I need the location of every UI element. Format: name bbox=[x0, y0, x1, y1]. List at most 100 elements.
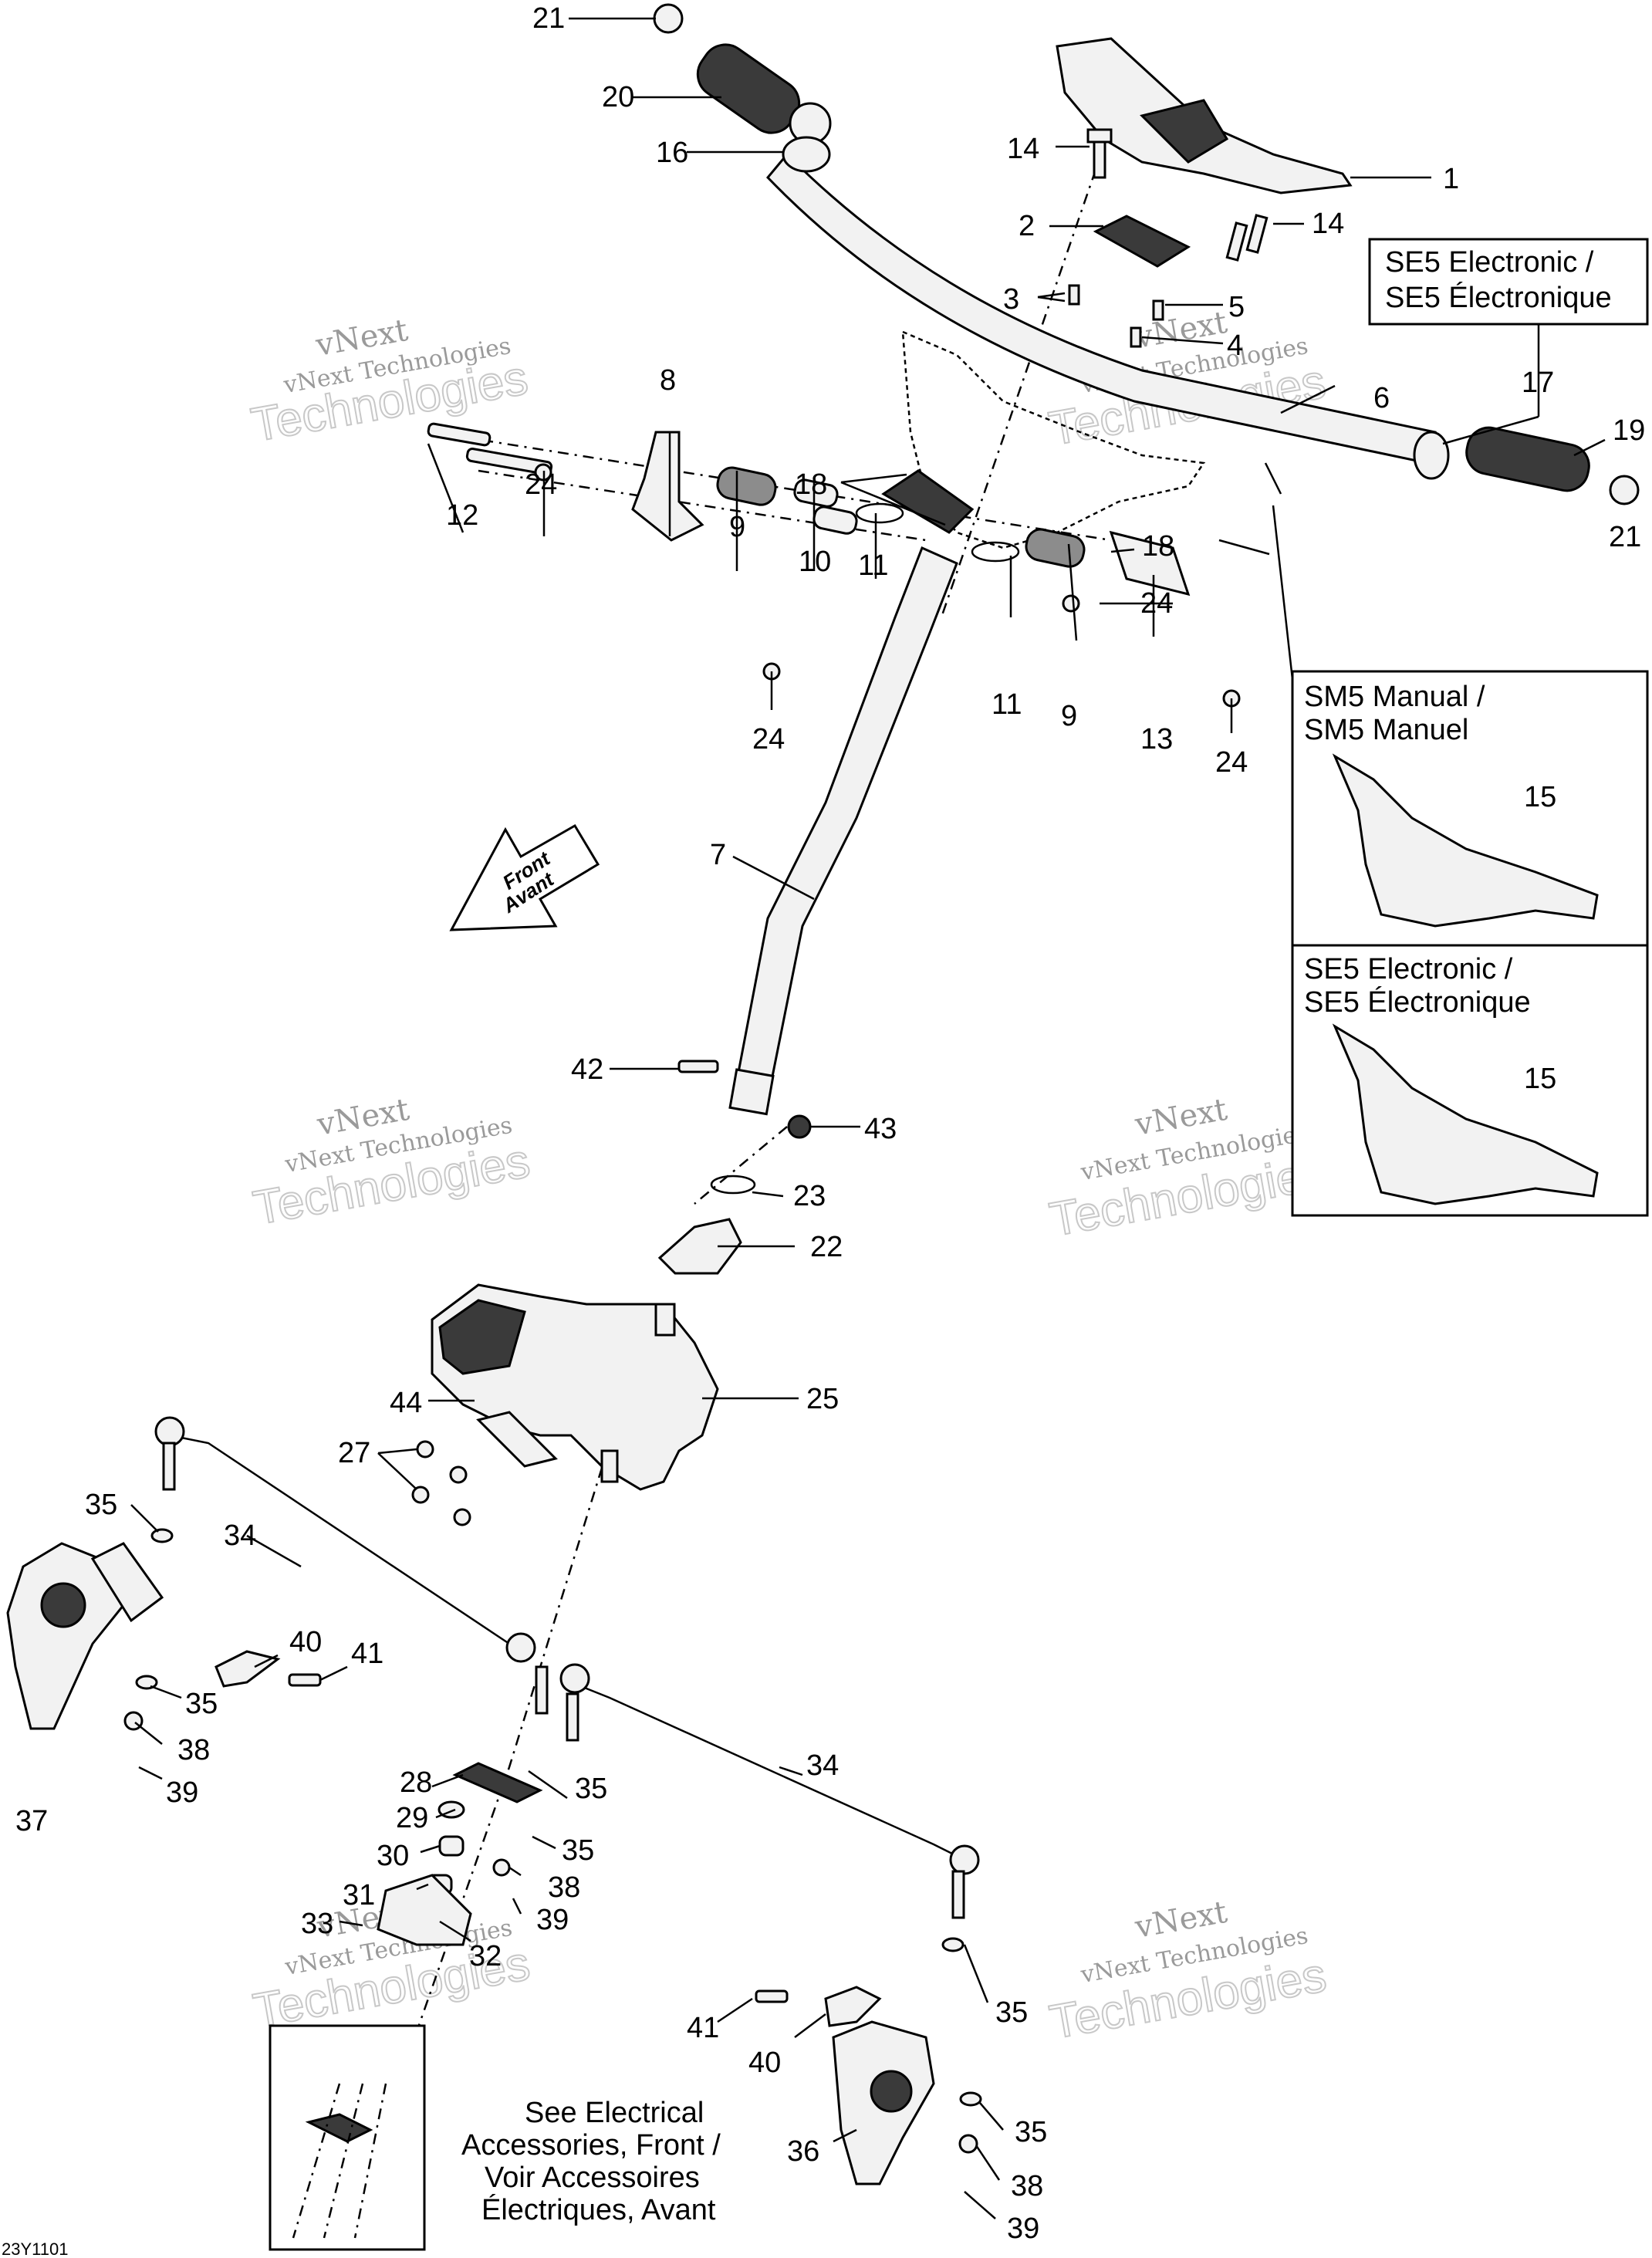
callout-5: 5 bbox=[1228, 291, 1245, 323]
callout-29: 29 bbox=[396, 1802, 428, 1834]
left-grip-cap bbox=[653, 3, 684, 34]
screw-5 bbox=[1152, 299, 1164, 321]
callout-8: 8 bbox=[660, 364, 676, 397]
callout-14b: 14 bbox=[1312, 208, 1344, 240]
bushing-30 bbox=[438, 1835, 465, 1857]
callout-10: 10 bbox=[799, 546, 831, 578]
callout-13: 13 bbox=[1140, 723, 1173, 755]
steering-column bbox=[728, 546, 958, 1116]
ring-23 bbox=[710, 1175, 756, 1195]
callout-15b: 15 bbox=[1524, 1063, 1556, 1095]
arm-40-left bbox=[215, 1650, 281, 1688]
callout-40a: 40 bbox=[289, 1626, 322, 1658]
callout-1: 1 bbox=[1443, 163, 1459, 195]
electrical-line3: Voir Accessoires bbox=[485, 2162, 700, 2194]
callout-35e: 35 bbox=[995, 1996, 1028, 2029]
se5-top-line2: SE5 Électronique bbox=[1385, 281, 1612, 314]
washer-35-d bbox=[959, 2091, 982, 2107]
callout-30: 30 bbox=[377, 1840, 409, 1872]
screw-24-c bbox=[1062, 594, 1080, 613]
screw-3 bbox=[1068, 284, 1080, 306]
callout-39b: 39 bbox=[536, 1904, 569, 1936]
callout-37: 37 bbox=[15, 1805, 48, 1837]
callout-2: 2 bbox=[1019, 210, 1035, 242]
right-grip-cap bbox=[1609, 475, 1640, 505]
callout-35a: 35 bbox=[85, 1489, 117, 1521]
callout-7: 7 bbox=[710, 839, 726, 871]
callout-35d: 35 bbox=[562, 1834, 594, 1867]
clip-11-left bbox=[855, 502, 904, 524]
column-top-clamp bbox=[881, 469, 975, 534]
callout-3: 3 bbox=[1003, 283, 1019, 316]
sm5-line1: SM5 Manual / bbox=[1304, 681, 1485, 713]
callout-42: 42 bbox=[571, 1053, 603, 1086]
clamp-bracket-left bbox=[631, 431, 704, 542]
spacer-10 bbox=[793, 478, 858, 535]
callout-24a: 24 bbox=[525, 468, 557, 501]
left-grip bbox=[696, 43, 832, 145]
sm5-line2: SM5 Manuel bbox=[1304, 714, 1468, 746]
callout-23: 23 bbox=[793, 1180, 826, 1212]
callout-35f: 35 bbox=[1015, 2116, 1047, 2148]
callout-18b: 18 bbox=[1142, 530, 1174, 563]
callout-11a: 11 bbox=[858, 549, 888, 582]
callout-27: 27 bbox=[338, 1437, 370, 1469]
drawing-id: 23Y1101 bbox=[2, 2239, 68, 2258]
bolt-27-d bbox=[453, 1508, 471, 1526]
callout-16: 16 bbox=[656, 137, 688, 169]
callout-21a: 21 bbox=[532, 2, 565, 35]
callout-20: 20 bbox=[602, 81, 634, 113]
electrical-line2: Accessories, Front / bbox=[461, 2129, 721, 2162]
callout-4: 4 bbox=[1227, 330, 1243, 362]
nut-38-b bbox=[958, 2134, 978, 2154]
washer-35-c bbox=[941, 1937, 965, 1952]
watermark-1: vNext vNext Technologies Technologies bbox=[247, 313, 532, 453]
watermark-3: vNext vNext Technologies Technologies bbox=[248, 1092, 534, 1236]
callout-18a: 18 bbox=[795, 468, 827, 501]
right-sleeve bbox=[1413, 431, 1450, 480]
electrical-line1: See Electrical bbox=[525, 2097, 704, 2129]
watermark-4: vNext vNext Technologies Technologies bbox=[1045, 1092, 1330, 1248]
callout-43: 43 bbox=[864, 1113, 897, 1145]
callout-22: 22 bbox=[810, 1231, 843, 1263]
nut-43 bbox=[787, 1114, 812, 1139]
block-13 bbox=[1109, 530, 1191, 597]
callout-9b: 9 bbox=[1061, 700, 1077, 732]
fairing-sm5 bbox=[1332, 753, 1599, 928]
steering-knuckle-left bbox=[6, 1542, 164, 1730]
front-direction-arrow: Front Avant bbox=[449, 823, 600, 931]
leader-lines bbox=[130, 17, 1606, 2219]
washer-35-b bbox=[135, 1675, 158, 1690]
callout-41a: 41 bbox=[351, 1638, 383, 1670]
callout-38b: 38 bbox=[548, 1871, 580, 1904]
center-axis-line bbox=[400, 169, 1097, 2077]
power-steering-unit bbox=[431, 1283, 719, 1491]
tie-rod-right bbox=[535, 1663, 980, 1919]
callout-24c: 24 bbox=[1140, 587, 1173, 620]
electrical-accessories-box: See Electrical Accessories, Front / Voir… bbox=[269, 2024, 721, 2251]
callout-numbers: 1 2 3 4 5 6 7 8 9 9 10 11 11 12 13 14 14… bbox=[15, 2, 1645, 2245]
callout-40b: 40 bbox=[748, 2047, 781, 2079]
clip-11-right bbox=[971, 541, 1020, 563]
bushing-9-right bbox=[1025, 528, 1086, 568]
spacer-44 bbox=[476, 1411, 558, 1468]
boot-22 bbox=[657, 1218, 742, 1275]
screw-4 bbox=[1130, 326, 1142, 348]
callout-15a: 15 bbox=[1524, 781, 1556, 813]
callout-38a: 38 bbox=[177, 1734, 210, 1766]
inset-panel: SM5 Manual / SM5 Manuel SE5 Electronic /… bbox=[1291, 670, 1649, 1217]
callout-44: 44 bbox=[390, 1387, 422, 1419]
callout-21b: 21 bbox=[1609, 521, 1641, 553]
bolt-27-a bbox=[416, 1440, 434, 1459]
callout-14a: 14 bbox=[1007, 133, 1039, 165]
callout-33: 33 bbox=[301, 1908, 333, 1940]
screw-14-right-b bbox=[1245, 214, 1269, 254]
bolt-41-left bbox=[288, 1673, 322, 1687]
bushing-9-left bbox=[716, 466, 777, 506]
left-sleeve bbox=[782, 136, 831, 173]
se5-top-box: SE5 Electronic / SE5 Électronique bbox=[1368, 238, 1649, 326]
steering-knuckle-right bbox=[832, 2020, 935, 2185]
callout-12: 12 bbox=[446, 499, 478, 532]
nut-38-c bbox=[492, 1858, 511, 1877]
